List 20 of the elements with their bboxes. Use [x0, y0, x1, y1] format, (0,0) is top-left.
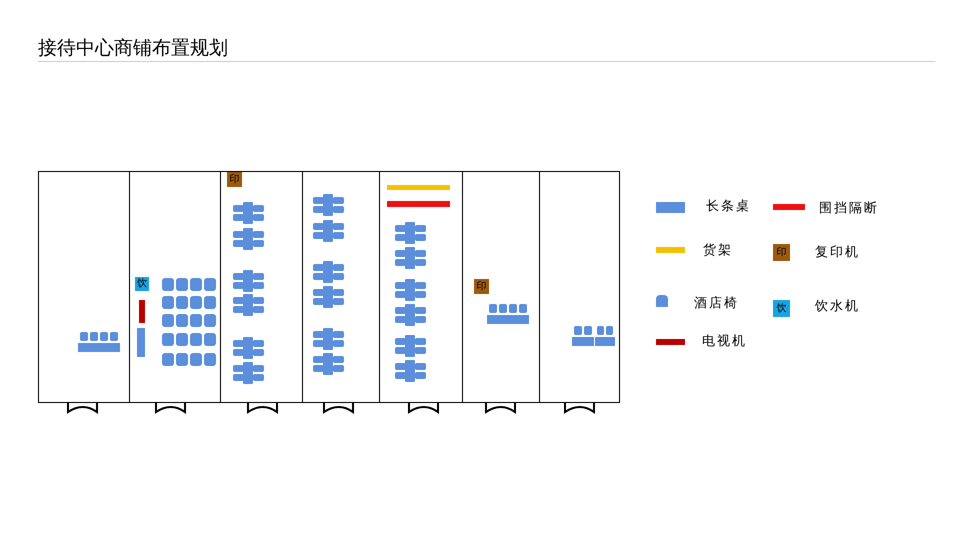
legend-swatch: 印 [773, 244, 790, 261]
shop-room [129, 171, 221, 403]
legend-label: 围挡隔断 [819, 201, 879, 217]
legend-label: 复印机 [815, 245, 860, 261]
shop-room [462, 171, 540, 403]
shop-room [220, 171, 303, 403]
equipment-tag: 饮 [135, 277, 149, 291]
equipment-tag: 印 [474, 279, 489, 294]
legend-label: 饮水机 [815, 299, 860, 315]
shop-room [379, 171, 463, 403]
legend-label: 货架 [703, 243, 733, 259]
legend-label: 电视机 [702, 334, 747, 350]
equipment-tag: 印 [227, 172, 242, 187]
legend-label: 酒店椅 [694, 296, 739, 312]
legend-swatch: 饮 [773, 300, 790, 317]
shop-room [302, 171, 380, 403]
title: 接待中心商铺布置规划 [38, 36, 228, 60]
legend-label: 长条桌 [706, 199, 751, 215]
shop-room [38, 171, 130, 403]
shop-room [539, 171, 620, 403]
